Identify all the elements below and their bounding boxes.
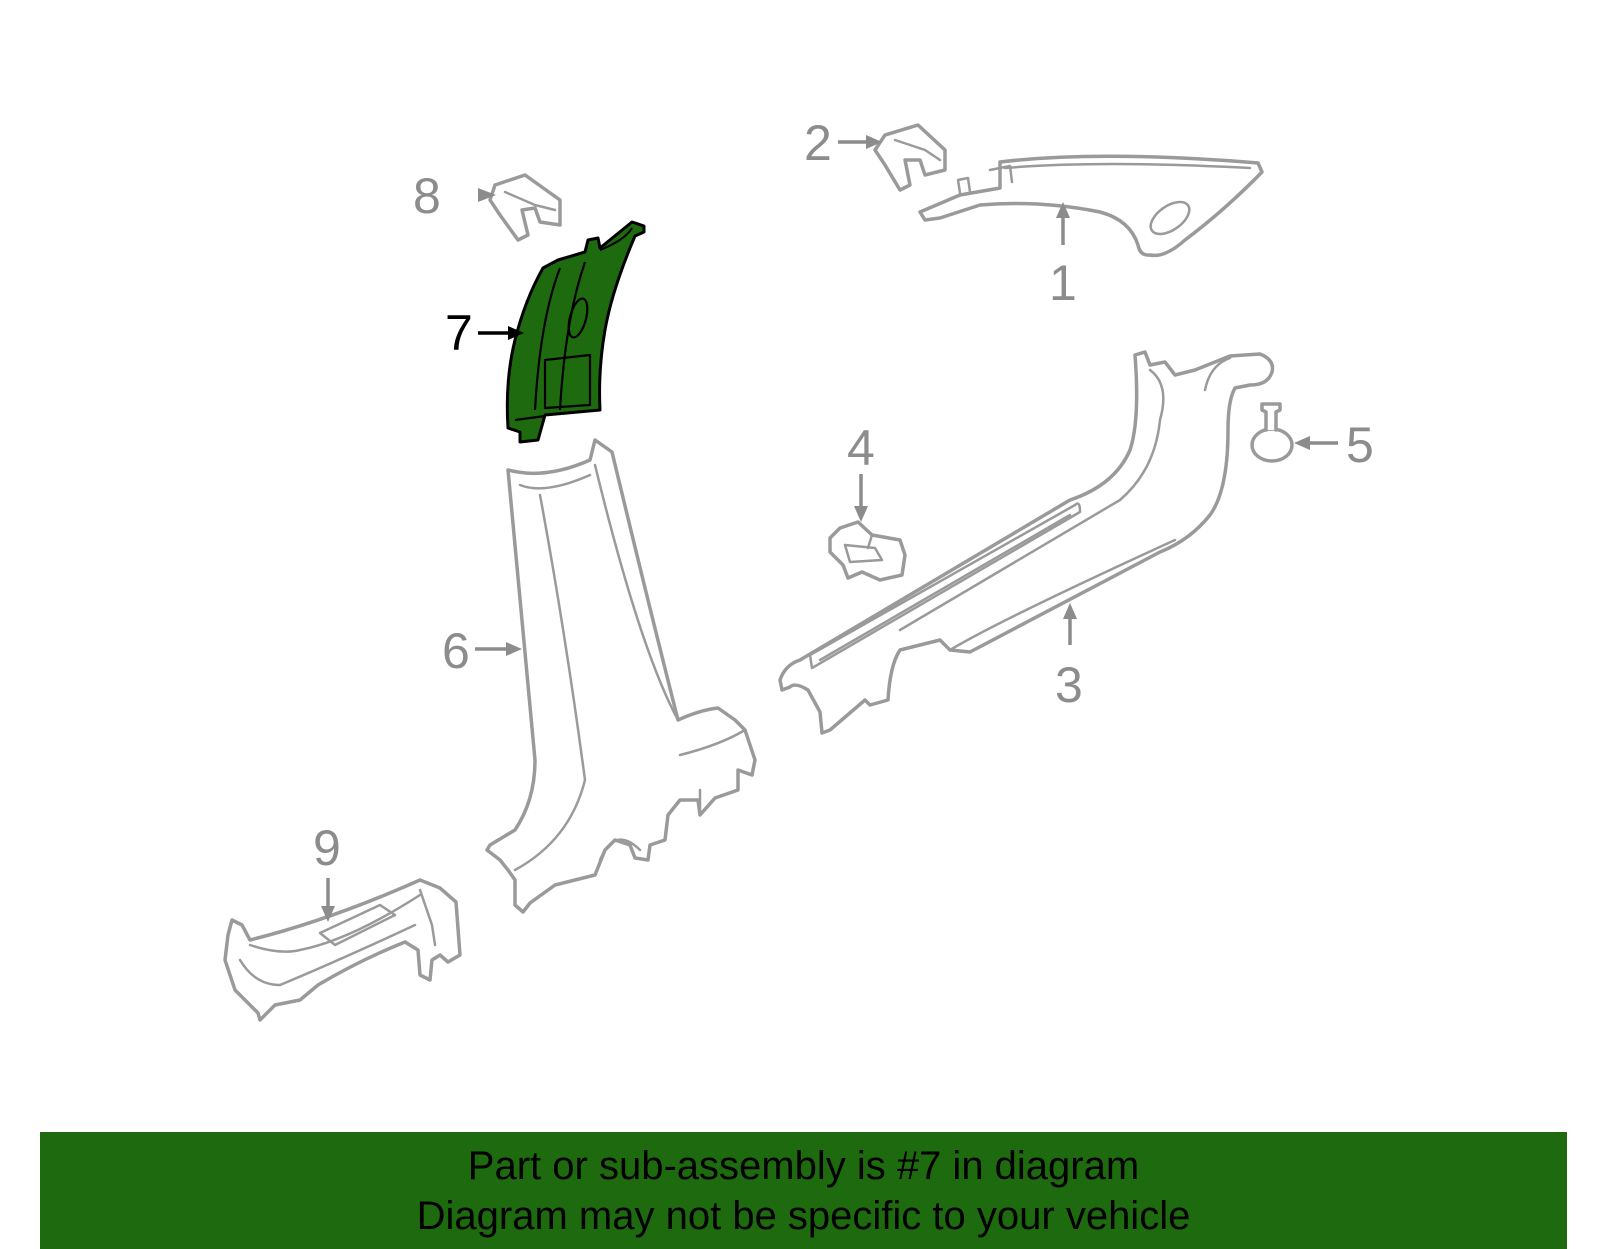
callout-8: 8 [413, 168, 441, 224]
callout-2: 2 [804, 115, 832, 171]
part-4-clip[interactable] [828, 520, 907, 582]
part-3-sill-plate[interactable] [778, 350, 1275, 735]
info-banner: Part or sub-assembly is #7 in diagram Di… [40, 1132, 1567, 1249]
part-7-upper-b-pillar-trim[interactable] [505, 220, 646, 444]
callout-6: 6 [442, 623, 470, 679]
callout-4: 4 [847, 420, 875, 476]
part-5-push-pin[interactable] [1250, 402, 1294, 463]
arrows [321, 135, 1338, 922]
callout-7: 7 [445, 305, 473, 361]
part-9-cowl-trim[interactable] [223, 878, 462, 1022]
callout-5: 5 [1346, 417, 1374, 473]
part-8-clip[interactable] [488, 173, 562, 242]
callout-1: 1 [1049, 255, 1077, 311]
part-6-b-pillar-lower-trim[interactable] [485, 438, 757, 914]
callout-9: 9 [313, 820, 341, 876]
part-2-clip[interactable] [873, 123, 947, 192]
banner-line-2: Diagram may not be specific to your vehi… [416, 1193, 1191, 1238]
banner-line-1: Part or sub-assembly is #7 in diagram [467, 1143, 1140, 1188]
part-1-roof-trim[interactable] [918, 154, 1264, 258]
callout-3: 3 [1055, 657, 1083, 713]
